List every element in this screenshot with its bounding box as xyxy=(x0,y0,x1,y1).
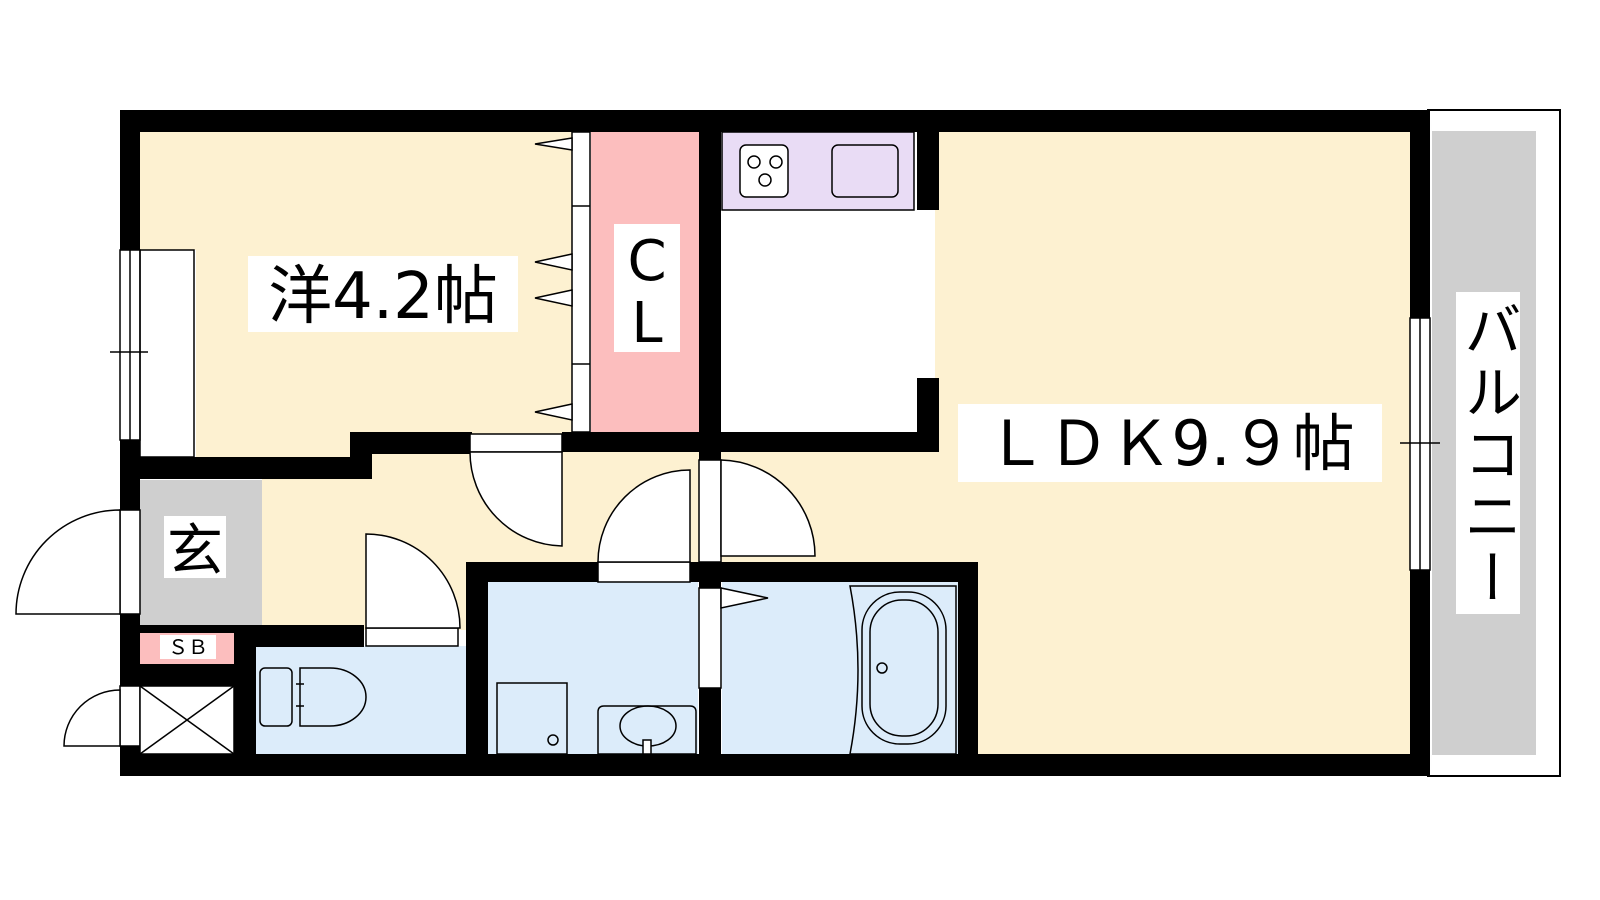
ldk-label: ＬＤＫ9.９帖 xyxy=(985,407,1354,480)
wall-right-lower xyxy=(1410,570,1430,776)
wall-sb-right xyxy=(234,625,256,775)
wall-wash-top-left xyxy=(466,562,598,582)
wall-bath-right xyxy=(958,562,978,776)
wall-bottom xyxy=(120,754,1430,776)
closet-doors xyxy=(534,131,591,433)
meter-box-icon xyxy=(139,685,235,755)
shoe-box-label-bg xyxy=(160,635,216,659)
labels: 洋4.2帖 C L ＬＤＫ9.９帖 玄 ＳＢ バルコニー xyxy=(160,224,1522,659)
window-panel xyxy=(139,249,195,458)
meter-door-opening xyxy=(119,685,141,747)
door-swing-ldk xyxy=(720,459,816,557)
door-swing-toilet xyxy=(365,533,461,629)
fixtures xyxy=(139,144,957,755)
wall-ldk-lower xyxy=(699,432,939,452)
wall-hall-post xyxy=(699,452,721,460)
wall-room-bottom-mid xyxy=(350,432,472,454)
closet-fold-3 xyxy=(534,289,573,307)
door-swing-washroom xyxy=(597,469,691,563)
wall-left-lower xyxy=(120,746,140,776)
shoe-box-label: ＳＢ xyxy=(168,635,208,659)
stove-icon xyxy=(739,144,789,198)
ldk-label-bg xyxy=(958,404,1382,482)
entrance-label: 玄 xyxy=(167,519,223,584)
wall-wash-top-right xyxy=(690,562,978,582)
door-swing-western-room xyxy=(469,451,563,547)
wall-toilet-right xyxy=(466,562,488,776)
wall-room-bottom-left xyxy=(140,457,352,479)
bathtub-icon xyxy=(849,585,957,755)
balcony-label: バルコニー xyxy=(1454,300,1522,610)
washbasin-icon xyxy=(597,705,697,755)
western-room-label: 洋4.2帖 xyxy=(268,260,498,334)
closet-label-l: L xyxy=(631,291,662,356)
wall-room-bottom-right xyxy=(562,432,722,452)
closet-fold-4 xyxy=(534,403,573,421)
door-swing-entrance xyxy=(15,509,121,615)
wall-sb-bottom xyxy=(120,664,256,686)
entrance-label-bg xyxy=(164,516,226,578)
closet-label-c: C xyxy=(627,229,666,294)
entrance-door-opening xyxy=(119,509,141,615)
wall-wash-bath-lower xyxy=(699,688,721,776)
wall-left-mid xyxy=(120,440,140,510)
western-room-label-bg xyxy=(248,256,518,332)
walls xyxy=(120,110,1430,776)
balcony-label-bg xyxy=(1456,292,1520,614)
wall-left-upper xyxy=(120,110,140,250)
closet-fold-1 xyxy=(534,137,573,151)
closet-label-bg xyxy=(614,224,680,352)
windows xyxy=(110,249,1440,747)
wall-toilet-top xyxy=(234,625,364,647)
kitchen-sink-icon xyxy=(831,144,899,198)
closet-fold-2 xyxy=(534,253,573,271)
wall-ldk-stub-lower xyxy=(917,378,939,452)
door-swing-meter xyxy=(63,689,121,747)
bath-door-fold xyxy=(720,587,769,609)
wall-top xyxy=(120,110,1430,132)
wall-kitchen-stub xyxy=(917,110,939,210)
washing-machine-space xyxy=(496,682,568,755)
toilet-icon xyxy=(259,667,367,727)
wall-right-upper xyxy=(1410,110,1430,318)
hall-to-bath-opening xyxy=(698,587,722,689)
wall-closet-right xyxy=(699,110,721,460)
door-swings xyxy=(15,433,816,747)
closet-door-track xyxy=(571,131,591,433)
hall-to-ldk-opening xyxy=(698,459,722,563)
wall-wash-bath xyxy=(699,562,721,588)
